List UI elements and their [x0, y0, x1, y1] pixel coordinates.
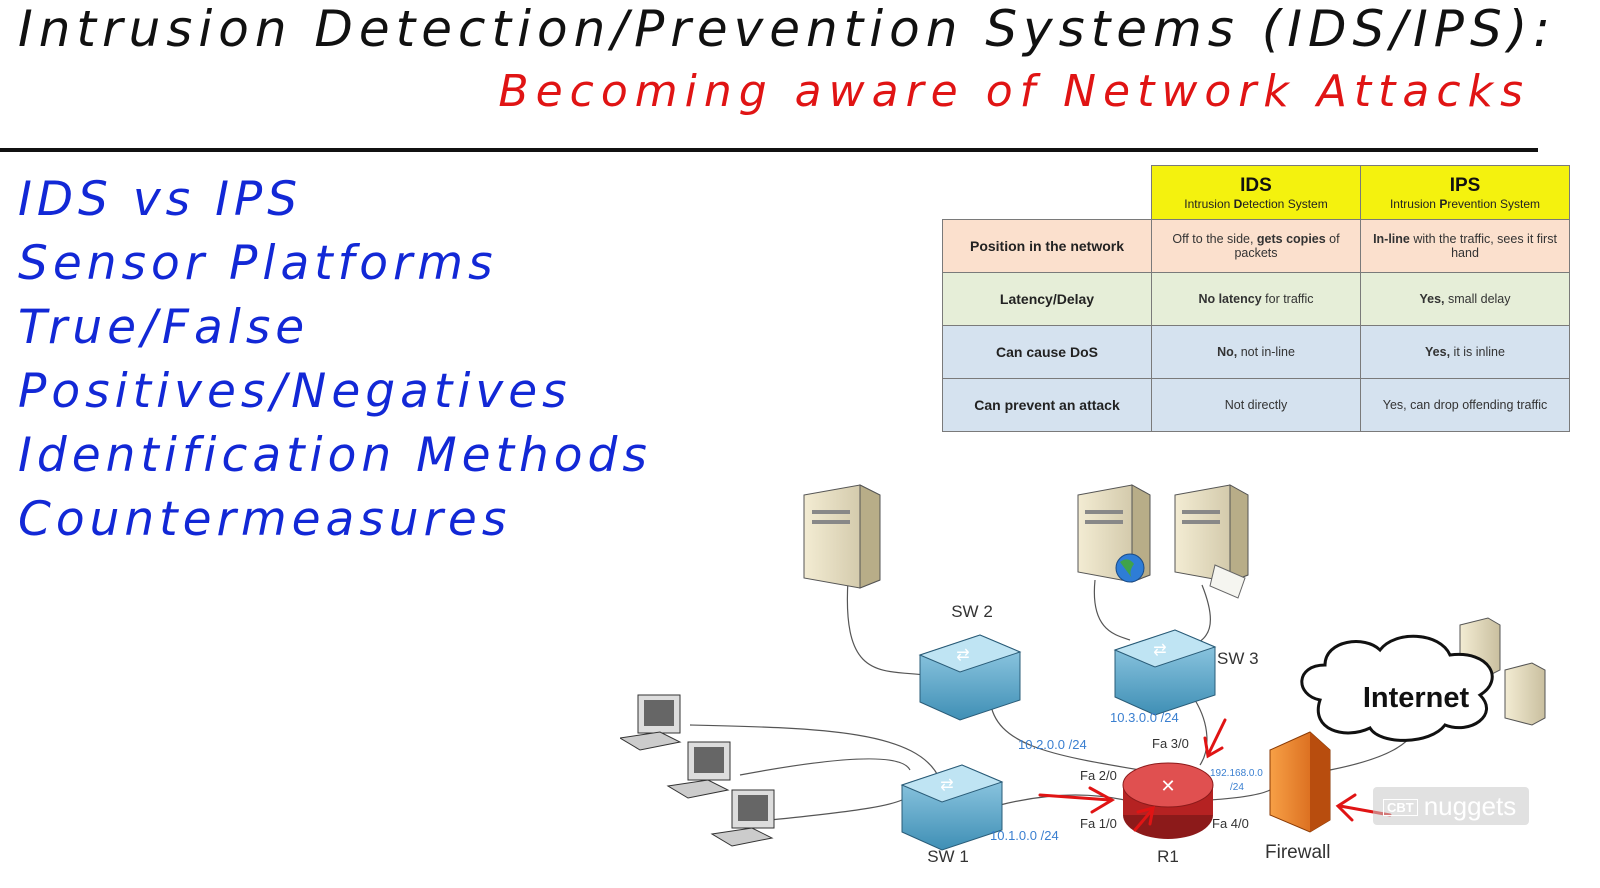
pc-icon [666, 741, 731, 799]
fa2-label: Fa 2/0 [1080, 768, 1117, 783]
topic-item: Positives/Negatives [18, 364, 572, 419]
net4-mask-label: /24 [1230, 782, 1244, 793]
svg-text:⇄: ⇄ [1153, 642, 1166, 659]
switch-sw3-icon: ⇄ [1113, 629, 1217, 716]
switch-sw1-icon: ⇄ [900, 764, 1004, 851]
net4-label: 192.168.0.0 [1210, 768, 1263, 779]
topic-item: Sensor Platforms [18, 236, 498, 291]
slide-subtitle: Becoming aware of Network Attacks [498, 66, 1530, 117]
row-label: Can cause DoS [942, 325, 1152, 379]
table-row: Can prevent an attack Not directly Yes, … [942, 378, 1570, 432]
firewall-icon [1269, 731, 1331, 833]
network-cables [689, 579, 1419, 821]
svg-text:⇄: ⇄ [940, 777, 953, 794]
ids-header-subtitle: Intrusion Detection System [1184, 196, 1328, 211]
row-label: Can prevent an attack [942, 378, 1152, 432]
pc-icon [620, 694, 682, 751]
ips-cell: In-line with the traffic, sees it first … [1360, 219, 1570, 273]
watermark-badge: CBT [1383, 799, 1418, 817]
firewall-label: Firewall [1265, 842, 1330, 863]
ips-cell: Yes, can drop offending traffic [1360, 378, 1570, 432]
watermark-text: nuggets [1423, 791, 1517, 821]
table-row: Latency/Delay No latency for traffic Yes… [942, 272, 1570, 326]
r1-label: R1 [1157, 847, 1179, 866]
net2-label: 10.2.0.0 /24 [1018, 737, 1087, 752]
router-r1-icon: ✕ [1122, 762, 1214, 839]
ids-header-title: IDS [1240, 174, 1272, 196]
topic-list: IDS vs IPS Sensor Platforms True/False P… [18, 168, 652, 552]
fa4-label: Fa 4/0 [1212, 816, 1249, 831]
ips-cell: Yes, it is inline [1360, 325, 1570, 379]
cbt-nuggets-watermark: CBT nuggets [1373, 787, 1529, 825]
svg-text:⇄: ⇄ [956, 647, 969, 664]
ips-header-title: IPS [1449, 174, 1481, 196]
row-label: Latency/Delay [942, 272, 1152, 326]
sw2-label: SW 2 [951, 602, 993, 621]
slide-title: Intrusion Detection/Prevention Systems (… [18, 0, 1557, 58]
network-topology-diagram: ⇄ ⇄ ⇄ ✕ [620, 484, 1546, 866]
internet-cloud-icon [1300, 634, 1494, 742]
sw1-label: SW 1 [927, 847, 969, 866]
title-divider [0, 148, 1538, 152]
ids-cell: Off to the side, gets copies of packets [1151, 219, 1361, 273]
ids-cell: No, not in-line [1151, 325, 1361, 379]
fa3-label: Fa 3/0 [1152, 736, 1189, 751]
net1-label: 10.1.0.0 /24 [990, 828, 1059, 843]
topic-item: IDS vs IPS [18, 172, 303, 227]
topic-item: True/False [18, 300, 310, 355]
pc-icon [710, 789, 775, 847]
ids-ips-comparison-table: IDS Intrusion Detection System IPS Intru… [942, 165, 1570, 432]
fa1-label: Fa 1/0 [1080, 816, 1117, 831]
internet-label: Internet [1363, 682, 1470, 714]
web-server-icon [1077, 484, 1151, 583]
topic-item: Identification Methods [18, 428, 652, 483]
mail-server-icon [1174, 484, 1249, 599]
svg-text:✕: ✕ [1160, 776, 1175, 796]
switch-sw2-icon: ⇄ [918, 634, 1022, 721]
ids-column-header: IDS Intrusion Detection System [1151, 165, 1361, 220]
topic-item: Countermeasures [18, 492, 512, 547]
table-row: Can cause DoS No, not in-line Yes, it is… [942, 325, 1570, 379]
table-corner [942, 165, 1152, 220]
ids-cell: No latency for traffic [1151, 272, 1361, 326]
annotation-arrows [1038, 718, 1392, 832]
ips-header-subtitle: Intrusion Prevention System [1389, 196, 1541, 211]
ips-cell: Yes, small delay [1360, 272, 1570, 326]
ids-cell: Not directly [1151, 378, 1361, 432]
sw3-label: SW 3 [1217, 649, 1259, 668]
server-icon [803, 484, 881, 589]
row-label: Position in the network [942, 219, 1152, 273]
table-row: Position in the network Off to the side,… [942, 219, 1570, 273]
net3-label: 10.3.0.0 /24 [1110, 710, 1179, 725]
ips-column-header: IPS Intrusion Prevention System [1360, 165, 1570, 220]
